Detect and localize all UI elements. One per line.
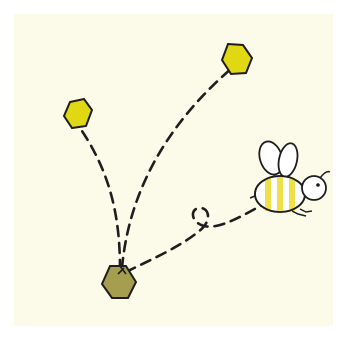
bee-stinger	[249, 195, 256, 199]
flight-path-left-flower	[78, 126, 122, 272]
bee-eye	[316, 183, 320, 187]
bee-stripe	[277, 176, 283, 212]
flower-hexagon-icon	[62, 97, 94, 130]
hive-hexagon-icon	[100, 265, 138, 299]
bee-icon	[249, 140, 331, 217]
bee-legs	[291, 208, 313, 217]
flight-path-right-flower	[120, 66, 234, 270]
bee-antenna	[319, 170, 331, 179]
bee-head	[301, 175, 327, 201]
bee-wing-front	[277, 142, 299, 178]
hive-mark	[117, 265, 127, 275]
bee-stripe	[265, 178, 271, 211]
flower-hexagon-icon	[220, 42, 254, 76]
bee-stripe	[289, 178, 295, 211]
flight-path-bee	[124, 202, 266, 274]
